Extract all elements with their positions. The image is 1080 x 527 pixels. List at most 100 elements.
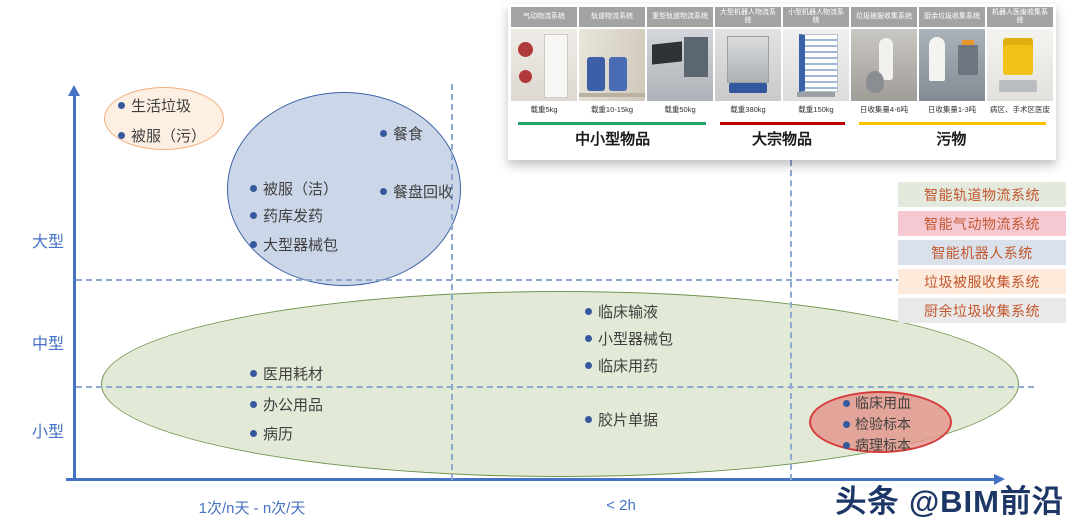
item-household-waste: 生活垃圾	[118, 95, 191, 116]
item-pharmacy-dispensing: 药库发药	[250, 205, 323, 226]
item-test-specimens: 检验标本	[843, 414, 911, 434]
item-label: 餐食	[393, 126, 424, 143]
bullet-icon	[843, 420, 850, 428]
bullet-icon	[843, 399, 850, 407]
column-small-robot-system: 小型机器人物流系统 载重150kg	[783, 7, 849, 118]
medical-waste-robot-photo	[987, 29, 1053, 101]
item-label: 生活垃圾	[131, 98, 192, 115]
bullet-icon	[585, 362, 592, 369]
bulk-items-underline	[719, 122, 845, 125]
y-axis-arrow-icon	[68, 85, 80, 96]
column-linen-collection-system: 垃圾被服收集系统 日收集量4-6吨	[851, 7, 917, 118]
heavy-rail-system-photo	[647, 29, 713, 101]
item-meals: 餐食	[380, 123, 423, 144]
blue-group-ellipse	[227, 92, 461, 286]
bullet-icon	[585, 416, 592, 423]
small-medium-items-underline	[518, 122, 706, 125]
item-clean-linen: 被服（洁）	[250, 178, 338, 199]
rail-system-photo	[579, 29, 645, 101]
column-caption: 载重5kg	[530, 105, 558, 114]
waste-underline	[858, 122, 1046, 125]
column-rail-system: 轨道物流系统 载重10-15kg	[579, 7, 645, 118]
bullet-icon	[250, 430, 257, 437]
item-label: 临床输液	[598, 304, 659, 321]
legend-rail-logistics-system: 智能轨道物流系统	[898, 182, 1066, 207]
bullet-icon	[380, 188, 387, 195]
legend-kitchen-waste-collection-system: 厨余垃圾收集系统	[898, 298, 1066, 323]
column-caption: 日收集量4-6吨	[859, 105, 909, 114]
column-caption: 载重10-15kg	[590, 105, 634, 114]
item-office-supplies: 办公用品	[250, 394, 323, 415]
small-robot-system-photo	[783, 29, 849, 101]
y-axis	[73, 96, 76, 480]
item-label: 胶片单据	[598, 412, 659, 429]
column-kitchen-waste-system: 厨余垃圾收集系统 日收集量1-3吨	[919, 7, 985, 118]
v-guide-line-right	[790, 160, 792, 480]
item-label: 医用耗材	[263, 366, 324, 383]
item-label: 办公用品	[263, 397, 324, 414]
item-label: 临床用血	[855, 395, 911, 411]
bullet-icon	[250, 401, 257, 408]
item-clinical-medication: 临床用药	[585, 355, 658, 376]
column-caption: 载重50kg	[664, 105, 696, 114]
column-header: 垃圾被服收集系统	[851, 7, 917, 27]
orange-group-ellipse	[104, 87, 224, 150]
bullet-icon	[118, 132, 125, 139]
x-label-low-frequency: 1次/n天 - n次/天	[198, 500, 306, 517]
category-waste: 污物	[936, 131, 967, 148]
v-guide-line-left	[451, 84, 453, 480]
column-pneumatic-system: 气动物流系统 载重5kg	[511, 7, 577, 118]
column-header: 厨余垃圾收集系统	[919, 7, 985, 27]
item-label: 大型器械包	[263, 237, 339, 254]
column-header: 机器人医废收集系统	[987, 7, 1053, 27]
item-clinical-infusion: 临床输液	[585, 301, 658, 322]
bullet-icon	[843, 441, 850, 449]
category-labels: 中小型物品 大宗物品 污物	[511, 128, 1053, 149]
item-medical-records: 病历	[250, 423, 293, 444]
item-clinical-blood: 临床用血	[843, 393, 911, 413]
bullet-icon	[250, 212, 257, 219]
item-label: 临床用药	[598, 358, 659, 375]
item-medical-consumables: 医用耗材	[250, 363, 323, 384]
strip-columns: 气动物流系统 载重5kg 轨道物流系统 载重10-15kg 重型轨道物流系统 载…	[511, 7, 1053, 118]
bullet-icon	[250, 185, 257, 192]
item-label: 药库发药	[263, 208, 324, 225]
item-film-documents: 胶片单据	[585, 409, 658, 430]
bullet-icon	[250, 370, 257, 377]
item-large-instrument-pack: 大型器械包	[250, 234, 338, 255]
item-tray-recycling: 餐盘回收	[380, 181, 453, 202]
column-caption: 载重380kg	[730, 105, 766, 114]
watermark: 头条 @BIM前沿	[835, 484, 1064, 519]
column-header: 气动物流系统	[511, 7, 577, 27]
bullet-icon	[585, 308, 592, 315]
item-label: 小型器械包	[598, 331, 674, 348]
bullet-icon	[250, 241, 257, 248]
y-label-medium: 中型	[31, 336, 64, 353]
bullet-icon	[380, 130, 387, 137]
x-label-under-2h: < 2h	[606, 497, 636, 514]
legend-pneumatic-logistics-system: 智能气动物流系统	[898, 211, 1066, 236]
item-soiled-linen: 被服（污）	[118, 125, 206, 146]
column-medical-waste-robot-system: 机器人医废收集系统 病区、手术区医废	[987, 7, 1053, 118]
item-label: 病历	[263, 426, 294, 443]
h-guide-line-lower	[76, 386, 1034, 388]
x-axis	[66, 478, 996, 481]
pneumatic-system-photo	[511, 29, 577, 101]
column-caption: 载重150kg	[798, 105, 834, 114]
x-axis-arrow-icon	[994, 474, 1005, 485]
legend-robot-system: 智能机器人系统	[898, 240, 1066, 265]
category-bulk-items: 大宗物品	[751, 131, 812, 148]
category-small-medium-items: 中小型物品	[575, 131, 651, 148]
column-header: 大型机器人物流系统	[715, 7, 781, 27]
bullet-icon	[585, 335, 592, 342]
column-caption: 病区、手术区医废	[990, 105, 1050, 114]
item-label: 检验标本	[855, 416, 911, 432]
y-label-large: 大型	[31, 234, 64, 251]
red-group-ellipse	[809, 391, 952, 453]
column-header: 重型轨道物流系统	[647, 7, 713, 27]
legend-waste-linen-collection-system: 垃圾被服收集系统	[898, 269, 1066, 294]
item-small-instrument-pack: 小型器械包	[585, 328, 673, 349]
column-large-robot-system: 大型机器人物流系统 载重380kg	[715, 7, 781, 118]
bullet-icon	[118, 102, 125, 109]
column-header: 小型机器人物流系统	[783, 7, 849, 27]
